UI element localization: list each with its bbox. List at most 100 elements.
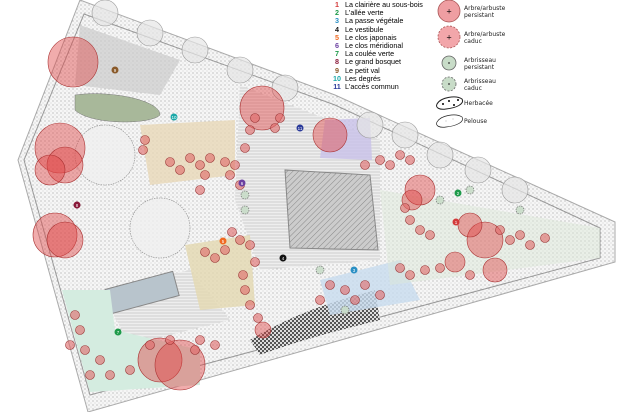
zone-item: 1 La clairière au sous-bois xyxy=(331,0,423,9)
shrub xyxy=(505,235,515,245)
shrub xyxy=(240,285,250,295)
zone-marker: 1 xyxy=(452,218,460,226)
zone-label: La passe végétale xyxy=(345,16,404,26)
shrub xyxy=(195,335,205,345)
zone-label: Le clos japonais xyxy=(345,32,397,42)
legend-label: Arbrisseau xyxy=(464,57,496,64)
border-trees xyxy=(91,0,529,204)
tree-evergreen-icon: + xyxy=(437,0,461,23)
zone-number: 2 xyxy=(335,8,339,18)
tree-evergreen xyxy=(444,251,466,273)
legend-label: caduc xyxy=(464,85,482,92)
shrub xyxy=(175,165,185,175)
shrub-evergreen xyxy=(240,190,250,200)
shrub xyxy=(240,143,250,153)
zone-number: 11 xyxy=(333,82,341,92)
shrub xyxy=(415,225,425,235)
shrub xyxy=(350,295,360,305)
tree-evergreen xyxy=(404,174,436,206)
legend-label: Herbacée xyxy=(464,100,493,107)
legend-item: Herbacée xyxy=(464,100,493,107)
zone-label: Le vestibule xyxy=(345,24,384,34)
shrub xyxy=(165,157,175,167)
shrub xyxy=(210,340,220,350)
shrub-deciduous-icon xyxy=(441,76,457,92)
tree-evergreen xyxy=(34,154,66,186)
zone-label: L'allée verte xyxy=(345,8,384,18)
shrub xyxy=(250,257,260,267)
border-tree xyxy=(356,111,384,139)
shrub xyxy=(250,113,260,123)
tree-deciduous-icon: + xyxy=(437,25,461,49)
shrub xyxy=(395,150,405,160)
legend-label: Arbre/arbuste xyxy=(464,31,506,38)
shrub xyxy=(225,170,235,180)
zone-marker: 2 xyxy=(454,189,462,197)
shrub xyxy=(95,355,105,365)
shrub xyxy=(195,160,205,170)
border-tree xyxy=(181,36,209,64)
svg-text:7: 7 xyxy=(117,330,120,335)
zone-label: Le clos méridional xyxy=(345,41,403,51)
zone-label: Le grand bosquet xyxy=(345,57,401,67)
shrub xyxy=(405,270,415,280)
tree-evergreen xyxy=(466,221,504,259)
zone-marker: 10 xyxy=(170,113,178,121)
legend-label: Pelouse xyxy=(464,118,488,125)
shrub xyxy=(145,340,155,350)
zone-number: 9 xyxy=(335,65,339,75)
tree-evergreen xyxy=(482,257,508,283)
shrub xyxy=(230,160,240,170)
svg-text:5: 5 xyxy=(222,239,225,244)
shrub xyxy=(270,123,280,133)
shrub xyxy=(395,263,405,273)
shrub xyxy=(125,365,135,375)
bed-grand-bosquet xyxy=(74,93,161,123)
shrub xyxy=(195,185,205,195)
shrub xyxy=(227,227,237,237)
legend-label: persistant xyxy=(464,64,495,71)
shrub xyxy=(85,370,95,380)
zone-number: 3 xyxy=(335,16,339,26)
shrub xyxy=(465,270,475,280)
zone-marker: 5 xyxy=(219,237,227,245)
border-tree xyxy=(391,121,419,149)
zone-marker: 3 xyxy=(350,266,358,274)
zone-item: 5 Le clos japonais xyxy=(331,32,423,42)
zone-number: 4 xyxy=(335,24,339,34)
zone-marker: 9 xyxy=(111,66,119,74)
shrub xyxy=(220,245,230,255)
border-tree xyxy=(226,56,254,84)
bed-allee xyxy=(380,190,600,285)
tree-evergreen xyxy=(254,321,272,339)
shrub xyxy=(105,370,115,380)
zone-marker: 4 xyxy=(279,254,287,262)
bed-degres xyxy=(140,120,235,185)
shrub xyxy=(435,263,445,273)
shrub-evergreen xyxy=(340,305,350,315)
shrub xyxy=(245,240,255,250)
zone-number: 8 xyxy=(335,57,339,67)
border-tree xyxy=(501,176,529,204)
lawn-tree xyxy=(74,124,136,186)
shrub xyxy=(220,157,230,167)
shrub xyxy=(75,325,85,335)
tree-evergreen xyxy=(312,117,348,153)
zone-item: 11 L'accès commun xyxy=(331,82,423,92)
shrub xyxy=(325,280,335,290)
svg-text:3: 3 xyxy=(353,268,356,273)
shrub xyxy=(375,290,385,300)
shrub xyxy=(65,340,75,350)
lawn-circles xyxy=(74,124,191,259)
shrub-evergreen xyxy=(315,265,325,275)
petit-val xyxy=(75,25,180,95)
shrub xyxy=(190,345,200,355)
zone-item: 8 Le grand bosquet xyxy=(331,58,423,66)
bed-coulee-verte xyxy=(62,290,200,392)
zone-item: 4 Le vestibule xyxy=(331,24,423,34)
border-tree xyxy=(464,156,492,184)
